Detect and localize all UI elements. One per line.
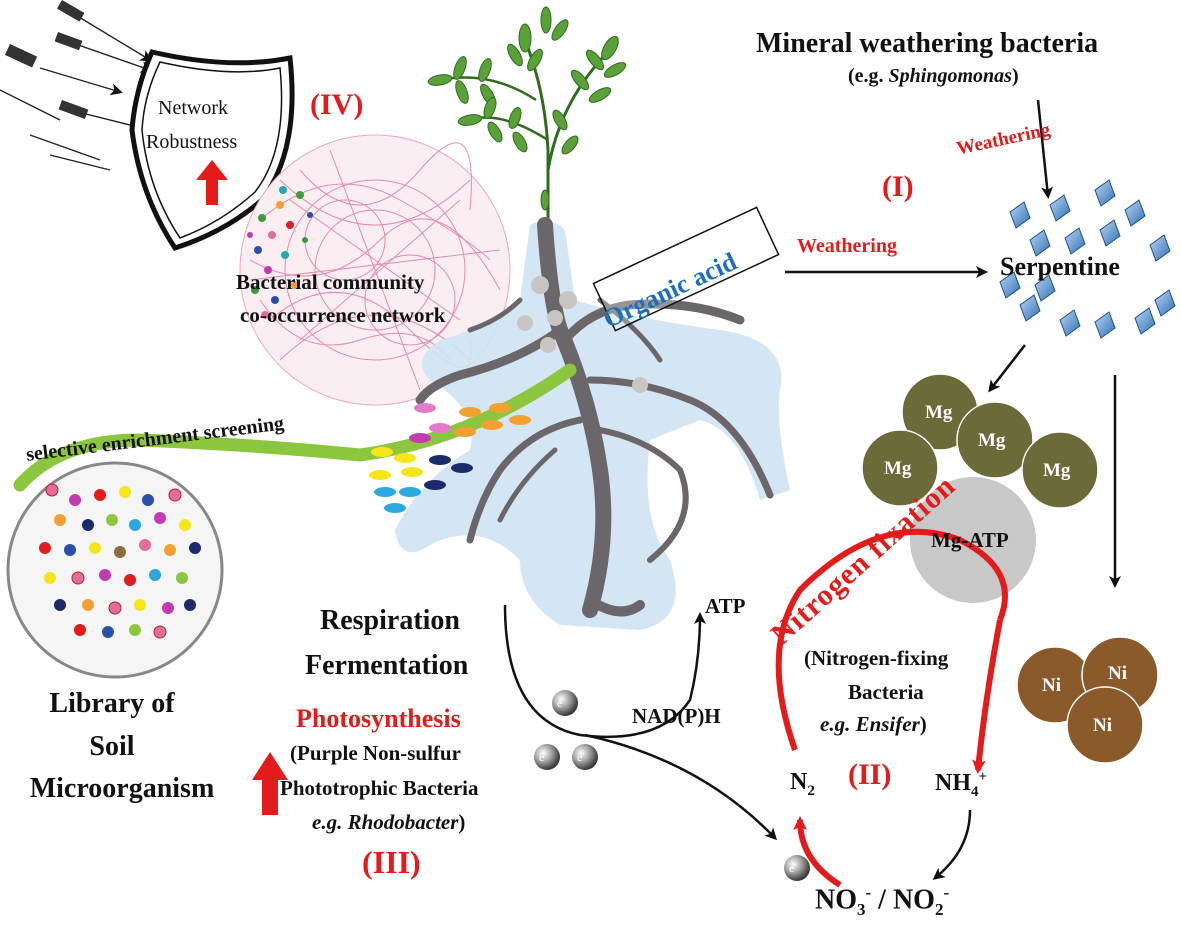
nfb-label-1: (Nitrogen-fixing	[804, 646, 949, 670]
n2-sub: 2	[807, 782, 815, 799]
mg-label-3: Mg	[978, 430, 1006, 451]
n2-base: N	[790, 769, 808, 795]
roots	[415, 217, 774, 618]
electron-symbol: e	[557, 696, 563, 710]
mg-label-1: Mg	[925, 402, 953, 423]
mg-atp-circle	[910, 477, 1036, 603]
pnsb-eg-suffix: )	[458, 810, 466, 834]
mg-atp-label: Mg-ATP	[931, 528, 1009, 552]
no2-base: NO	[892, 884, 935, 916]
nadph-label: NAD(P)H	[632, 704, 721, 728]
nfb-label-2: Bacteria	[848, 680, 924, 704]
ni-label-1: Ni	[1042, 675, 1061, 696]
roman-IV: (IV)	[310, 88, 364, 121]
mineral-arrow	[1036, 99, 1054, 199]
roman-II: (II)	[848, 758, 892, 791]
mineral-eg-genus: Sphingomonas	[888, 65, 1012, 87]
ni-label-2: Ni	[1108, 663, 1127, 684]
electron-charge: -	[794, 860, 797, 869]
pnsb-label-2: Phototrophic Bacteria	[280, 776, 479, 800]
photosynthesis-up-arrow	[252, 752, 288, 815]
nitrate-to-n2-arrow	[793, 816, 842, 888]
respiration-label: Respiration	[320, 605, 460, 636]
library-microbes	[39, 483, 201, 639]
library-label-1: Library of	[49, 688, 175, 719]
electron-charge: -	[562, 695, 565, 704]
ni-circles	[1016, 636, 1159, 764]
electron-charge: -	[544, 749, 547, 758]
no2-charge: -	[943, 883, 950, 902]
electron-label-2: e-	[539, 749, 547, 764]
robustness-up-arrow	[196, 160, 228, 205]
electron-label-4: e-	[789, 860, 797, 875]
mg-circles	[861, 373, 1099, 509]
no3-sub: 3	[857, 899, 866, 919]
nh4-charge: +	[978, 769, 988, 785]
fermentation-label: Fermentation	[305, 650, 469, 681]
ni-label-3: Ni	[1093, 715, 1112, 736]
library-dish	[6, 461, 224, 679]
electron-symbol: e	[789, 861, 795, 875]
plant-leaves	[427, 6, 627, 230]
arrow-fletchings	[4, 0, 89, 119]
organic-acid-box	[592, 206, 780, 332]
atp-label: ATP	[705, 594, 746, 618]
no3-charge: -	[865, 883, 872, 902]
electron-symbol: e	[577, 750, 583, 764]
network-robustness-label-1: Network	[158, 97, 228, 119]
weathering-mid-label: Weathering	[797, 235, 897, 257]
no3-base: NO	[815, 884, 857, 916]
nh4-to-nitrate-arrow	[932, 809, 972, 880]
arrow-to-mg	[988, 344, 1026, 393]
electron-label-3: e-	[577, 749, 585, 764]
serpentine-crystals	[999, 179, 1176, 339]
nh4-sub: 4	[971, 783, 979, 800]
nfb-eg-prefix: e.g.	[820, 712, 856, 736]
bacterial-community-label-1: Bacterial community	[236, 270, 425, 294]
nh4-label: NH4+	[935, 770, 987, 800]
nitrate-nitrite-label: NO3- / NO2-	[815, 884, 949, 918]
mineral-eg-prefix: (e.g.	[848, 65, 889, 87]
mineral-title: Mineral weathering bacteria	[756, 28, 1099, 59]
roman-I: (I)	[882, 170, 914, 203]
serpentine-label: Serpentine	[1000, 252, 1120, 281]
no2-sub: 2	[934, 899, 944, 919]
electron-label-1: e-	[557, 695, 565, 710]
photosynthesis-label: Photosynthesis	[296, 704, 461, 733]
slash-separator: /	[871, 884, 893, 916]
root-nodules	[517, 276, 648, 393]
pnsb-label-1: (Purple Non-sulfur	[290, 741, 461, 765]
mineral-eg-suffix: )	[1011, 65, 1019, 87]
electron-symbol: e	[539, 750, 545, 764]
library-label-3: Microorganism	[29, 773, 215, 804]
bacterial-community-label-2: co-occurrence network	[240, 303, 446, 327]
electron-spheres	[534, 690, 810, 881]
shield-icon	[129, 49, 295, 251]
nfb-eg-genus: Ensifer	[855, 712, 920, 736]
electron-flow-arrow	[503, 604, 706, 739]
mg-label-4: Mg	[1043, 460, 1071, 481]
enrichment-band	[13, 363, 577, 492]
roman-III: (III)	[362, 844, 421, 880]
n2-label: N2	[790, 770, 815, 799]
pnsb-label-3: e.g. Rhodobacter)	[312, 812, 465, 833]
nh4-base: NH	[935, 770, 971, 796]
nfb-eg-suffix: )	[919, 712, 927, 736]
network-nodes	[247, 186, 313, 319]
electron-charge: -	[582, 749, 585, 758]
mineral-example: (e.g. Sphingomonas)	[848, 66, 1019, 86]
nfb-label-3: e.g. Ensifer)	[820, 714, 927, 735]
network-robustness-label-2: Robustness	[146, 131, 238, 153]
co-occurrence-network	[239, 134, 511, 406]
bacteria-ovals	[369, 403, 531, 513]
pnsb-eg-prefix: e.g.	[312, 810, 348, 834]
library-label-2: Soil	[89, 731, 135, 762]
nitrogen-fixation-arc	[775, 528, 1008, 751]
mg-label-2: Mg	[884, 458, 912, 479]
pnsb-eg-genus: Rhodobacter	[347, 810, 459, 834]
